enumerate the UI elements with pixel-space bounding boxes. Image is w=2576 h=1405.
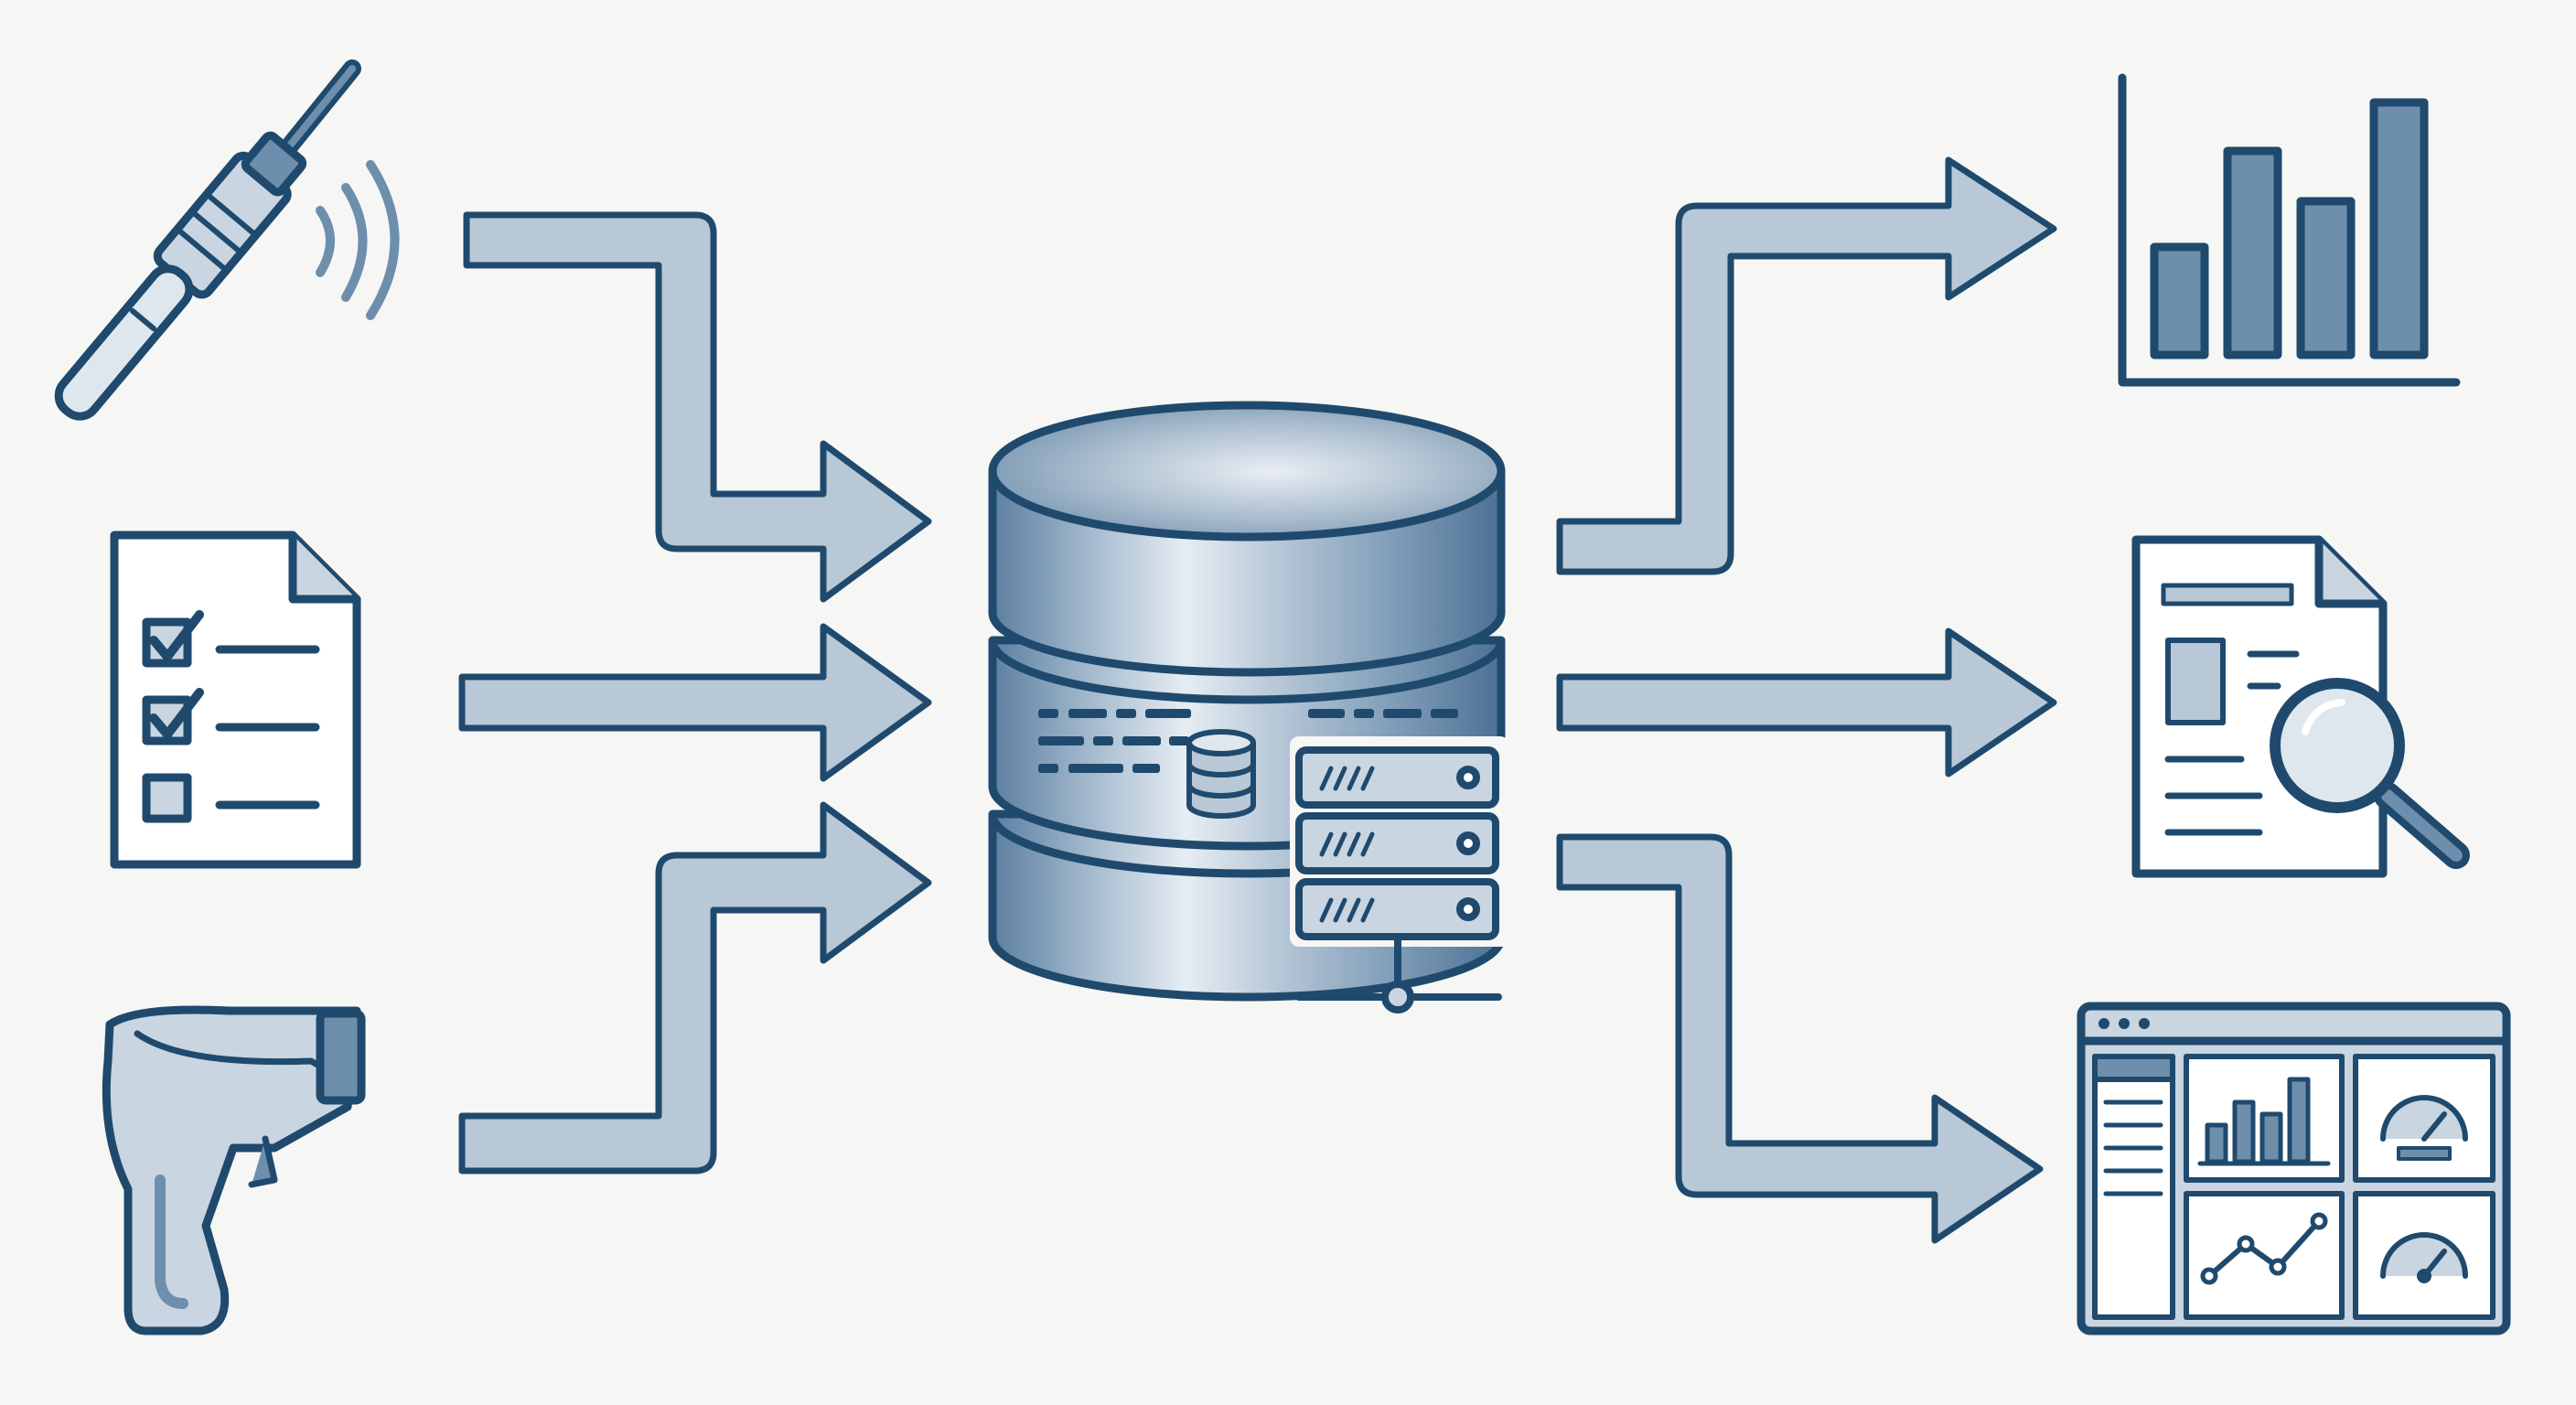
sensor-probe-icon	[54, 59, 400, 421]
arrow-sensor-to-db	[463, 211, 932, 603]
bar-chart-icon	[2118, 73, 2461, 387]
arrow-db-to-chart	[1556, 156, 2057, 575]
document-search-icon	[2131, 535, 2470, 878]
dashboard-window-icon	[2077, 1002, 2511, 1335]
output-arrows	[1556, 156, 2057, 1244]
input-arrows	[458, 211, 932, 1174]
arrow-db-to-dashboard	[1556, 833, 2044, 1244]
checklist-document-icon	[110, 531, 361, 869]
data-strip	[1038, 709, 1458, 773]
arrow-scanner-to-db	[458, 801, 932, 1174]
arrow-form-to-db	[458, 623, 932, 782]
server-rack-icon	[1290, 736, 1509, 1014]
arrow-db-to-report	[1556, 627, 2057, 778]
barcode-scanner-icon	[102, 1005, 366, 1335]
database-cylinder-icon	[988, 401, 1506, 1002]
mini-database-icon	[1186, 729, 1256, 819]
